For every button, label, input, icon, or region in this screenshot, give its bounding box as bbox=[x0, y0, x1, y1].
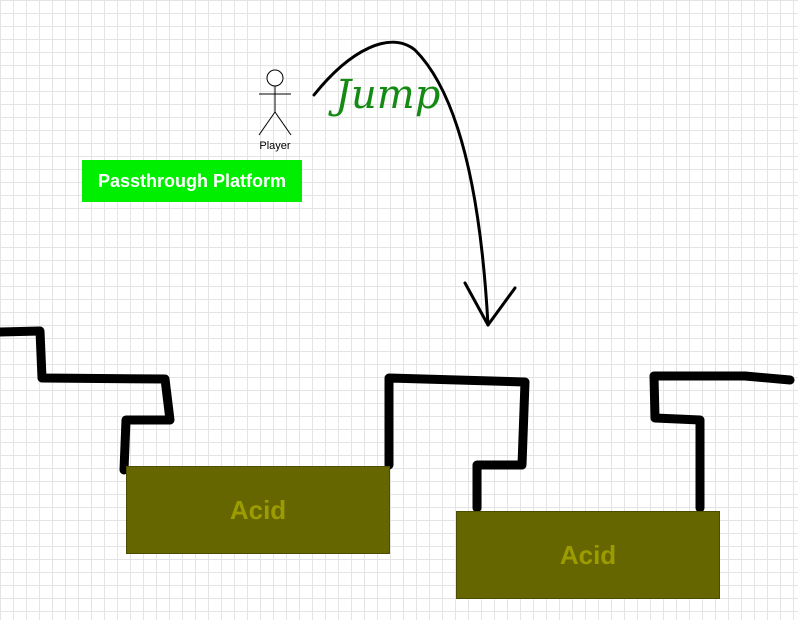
acid-pool-1: Acid bbox=[126, 466, 390, 554]
passthrough-platform: Passthrough Platform bbox=[82, 160, 302, 202]
acid-pool-2: Acid bbox=[456, 511, 720, 599]
player: Player bbox=[248, 68, 302, 154]
jump-text: Jump bbox=[328, 72, 440, 118]
stick-figure-icon bbox=[258, 69, 292, 136]
player-label: Player bbox=[259, 140, 291, 152]
